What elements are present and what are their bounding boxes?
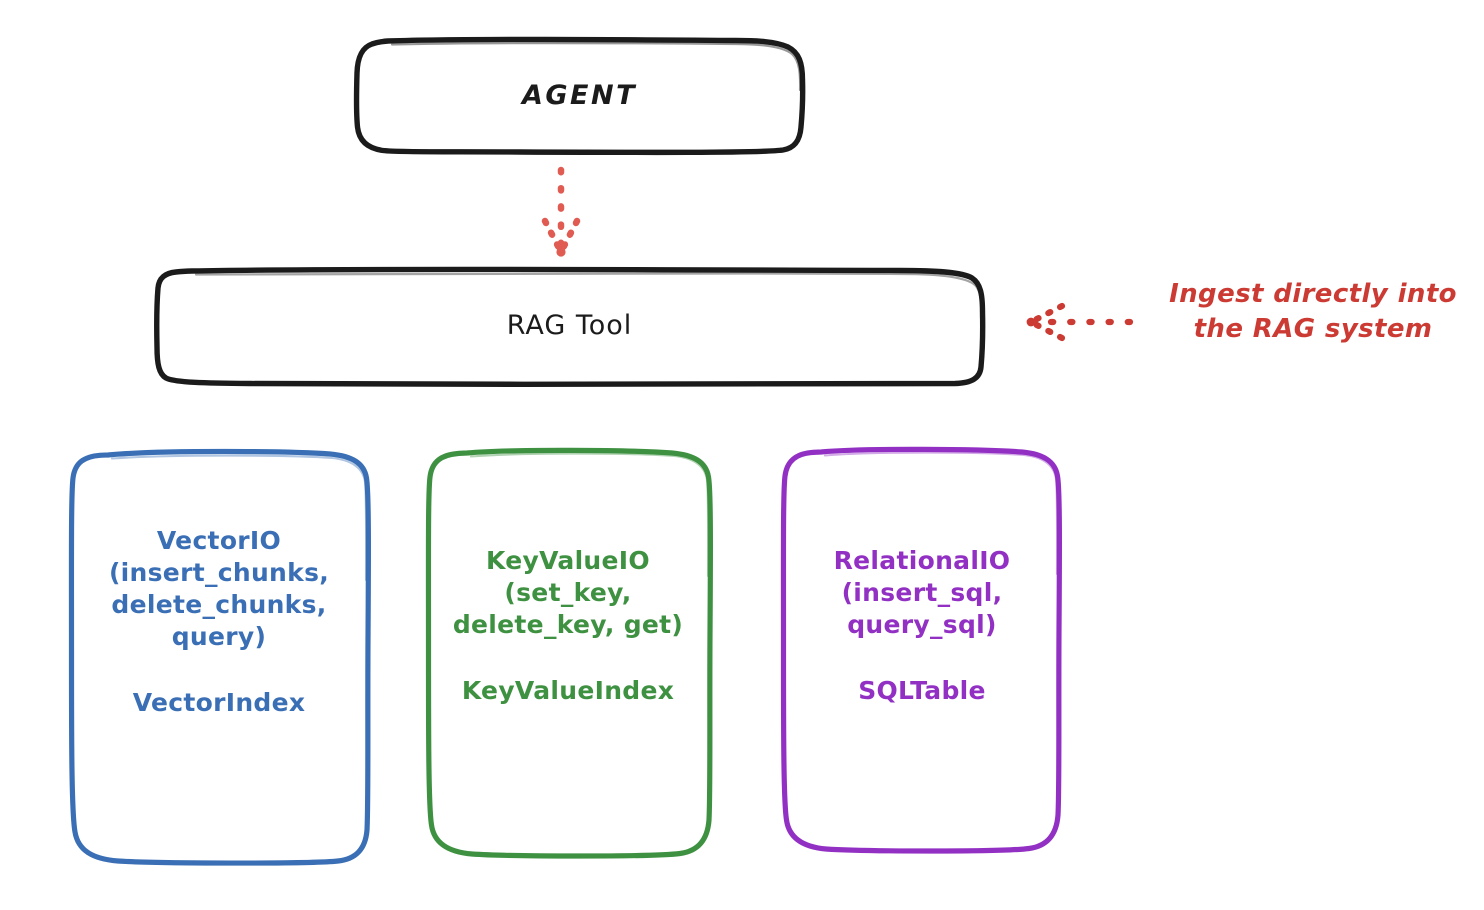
vector-io-node-label: VectorIO (insert_chunks, delete_chunks, … xyxy=(70,525,368,719)
vector-io-api-label: VectorIO (insert_chunks, delete_chunks, … xyxy=(108,526,330,651)
key-value-io-api-label: KeyValueIO (set_key, delete_key, get) xyxy=(452,546,684,639)
ingest-annotation-text: Ingest directly into the RAG system xyxy=(1169,279,1457,345)
relational-io-box-outline-secondary xyxy=(823,451,1059,576)
agent-box-outline-secondary xyxy=(390,42,802,92)
vector-io-index-label: VectorIndex xyxy=(132,688,306,717)
relational-io-index-label: SQLTable xyxy=(858,676,986,705)
agent-node-label: AGENT xyxy=(521,79,637,111)
rag-tool-box-outline-secondary xyxy=(194,272,983,320)
rag-tool-node-label: RAG Tool xyxy=(506,310,633,342)
connector-agent-to-rag-tool xyxy=(541,166,581,257)
relational-io-node-label: RelationalIO (insert_sql, query_sql) SQL… xyxy=(780,545,1064,707)
connector-ingest-pointer xyxy=(1026,302,1134,342)
key-value-io-box-outline xyxy=(425,447,714,859)
key-value-io-index-label: KeyValueIndex xyxy=(461,676,675,705)
relational-io-box-outline xyxy=(780,446,1063,854)
vector-io-box-outline-secondary xyxy=(110,454,368,582)
key-value-io-box-outline-secondary xyxy=(469,452,710,578)
vector-io-box-outline xyxy=(68,448,372,866)
rag-tool-box-outline xyxy=(154,266,986,388)
key-value-io-node-label: KeyValueIO (set_key, delete_key, get) Ke… xyxy=(420,545,716,707)
agent-box-outline xyxy=(353,36,806,156)
relational-io-api-label: RelationalIO (insert_sql, query_sql) xyxy=(833,546,1011,639)
